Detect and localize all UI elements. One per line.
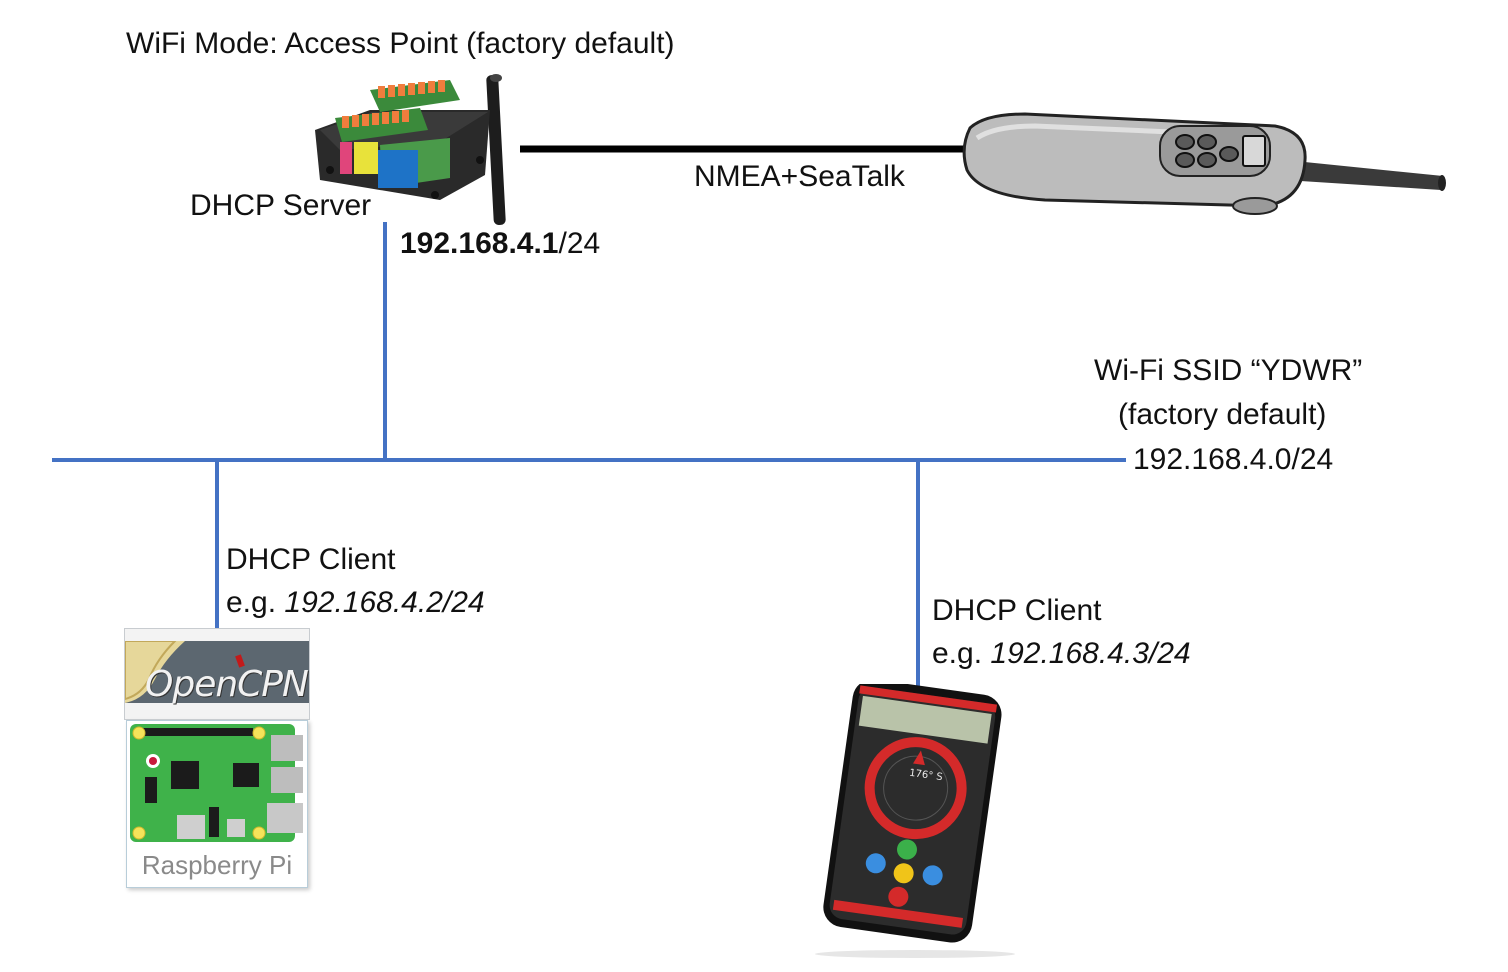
raspberry-pi-card: Raspberry Pi [126, 720, 308, 888]
pc-client-ip-line: e.g. 192.168.4.2/24 [226, 585, 485, 621]
raspberry-pi-board [130, 724, 303, 842]
autopilot-handset [962, 112, 1446, 215]
network-subnet-label: 192.168.4.0/24 [1133, 443, 1334, 476]
gateway-ip-address: 192.168.4.1 [400, 227, 559, 260]
pc-client-role: DHCP Client [226, 543, 396, 576]
link-label: NMEA+SeaTalk [694, 160, 905, 193]
gateway-ip-label: 192.168.4.1/24 [400, 226, 600, 262]
smartphone-graphic [815, 684, 1015, 958]
network-ssid-label: Wi-Fi SSID “YDWR” [1094, 354, 1363, 387]
network-ssid-note: (factory default) [1118, 398, 1327, 431]
gateway-role-label: DHCP Server [190, 189, 372, 222]
smartphone: 176° S [805, 684, 1020, 972]
pc-client-eg: e.g. [226, 586, 277, 619]
opencpn-logo-text: OpenCPN [145, 664, 309, 705]
page-title: WiFi Mode: Access Point (factory default… [126, 27, 675, 60]
gateway-device [315, 74, 506, 225]
phone-client-eg: e.g. [932, 637, 983, 670]
raspberry-pi-label: Raspberry Pi [141, 850, 293, 880]
phone-client-role: DHCP Client [932, 594, 1102, 627]
phone-client-ip: 192.168.4.3/24 [990, 637, 1191, 670]
phone-client-ip-line: e.g. 192.168.4.3/24 [932, 636, 1191, 672]
opencpn-logo: OpenCPN [124, 628, 310, 720]
pc-client-ip: 192.168.4.2/24 [284, 586, 485, 619]
opencpn-chart-graphic [125, 629, 309, 719]
gateway-ip-suffix: /24 [558, 227, 601, 260]
